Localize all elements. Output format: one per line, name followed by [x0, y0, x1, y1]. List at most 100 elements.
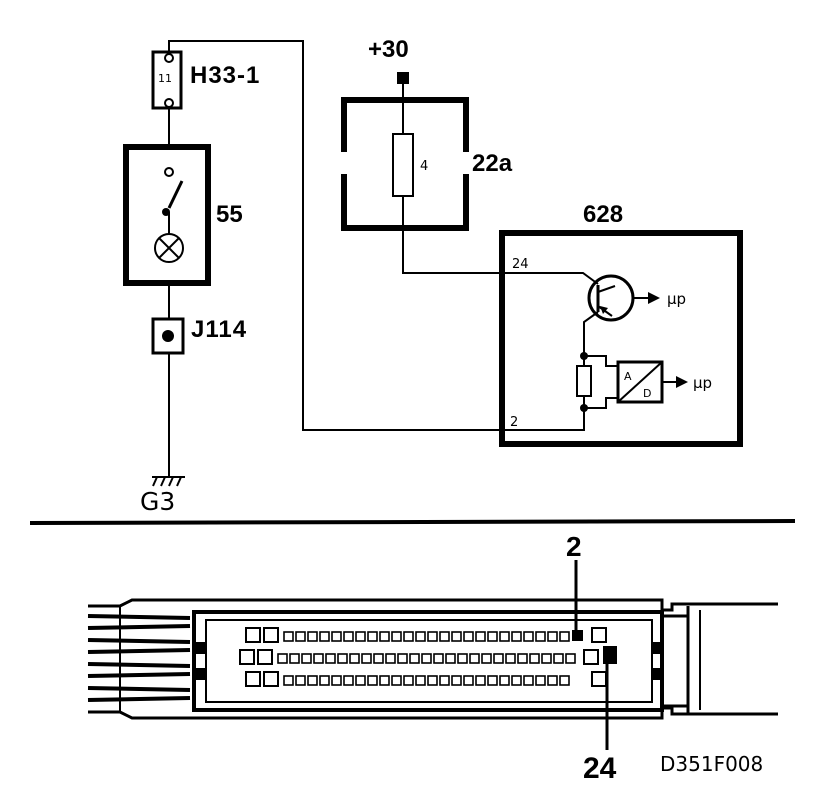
ground-g3-label: G3 — [140, 487, 175, 516]
connector-pin — [451, 675, 462, 686]
ecu-628 — [499, 230, 743, 447]
connector-pin — [457, 653, 468, 664]
connector-pin — [433, 653, 444, 664]
connector-pin — [367, 631, 378, 642]
connector-pin — [547, 675, 558, 686]
connector-pin — [511, 631, 522, 642]
ecu-connector-drawing — [87, 598, 778, 720]
connector-pin — [355, 675, 366, 686]
connector-pin — [289, 653, 300, 664]
connector-pin — [481, 653, 492, 664]
connector-pin — [487, 675, 498, 686]
supply-30-label: +30 — [368, 36, 409, 63]
connector-pin — [439, 631, 450, 642]
relay-22a-label: 22a — [472, 150, 513, 177]
connector-pin — [337, 653, 348, 664]
connector-pin — [349, 653, 360, 664]
section-divider — [29, 519, 796, 525]
connector-pin — [415, 631, 426, 642]
connector-pin — [427, 675, 438, 686]
callout-2-label: 2 — [566, 531, 582, 562]
connector-pin — [535, 675, 546, 686]
connector-pin — [403, 631, 414, 642]
lamp-icon — [154, 233, 184, 263]
connector-pin — [301, 653, 312, 664]
fuse-pin-label: 11 — [158, 72, 172, 85]
connector-pin — [487, 631, 498, 642]
connector-pin — [319, 675, 330, 686]
connector-pin — [427, 631, 438, 642]
connector-pin — [391, 631, 402, 642]
connector-pin — [295, 675, 306, 686]
connector-pin — [307, 675, 318, 686]
ecu-output-up-2: µp — [693, 374, 712, 392]
connector-pin — [469, 653, 480, 664]
connector-pin — [415, 675, 426, 686]
connector-pin — [523, 631, 534, 642]
connector-pin — [277, 653, 288, 664]
connector-pin — [559, 631, 570, 642]
connector-pin — [499, 631, 510, 642]
wire-relay-to-ecu — [402, 196, 502, 274]
connector-pin — [559, 675, 570, 686]
connector-pin — [325, 653, 336, 664]
connector-pin — [307, 631, 318, 642]
supply-terminal — [397, 72, 409, 84]
connector-pin — [529, 653, 540, 664]
connector-pin — [439, 675, 450, 686]
figure-code: D351F008 — [660, 752, 763, 776]
connector-pin — [343, 631, 354, 642]
bulb-55-label: 55 — [216, 201, 243, 228]
connector-pin — [499, 675, 510, 686]
connector-pin — [355, 631, 366, 642]
pin-2-marker — [572, 630, 583, 641]
connector-pin — [523, 675, 534, 686]
ecu-628-label: 628 — [583, 201, 623, 228]
connector-pin — [331, 631, 342, 642]
wire-fuse-to-ecu — [168, 40, 502, 431]
connector-pin — [451, 631, 462, 642]
fuse-h33-label: H33-1 — [190, 62, 260, 89]
relay-pin-label: 4 — [420, 159, 428, 174]
connector-pin — [379, 631, 390, 642]
connector-pin — [463, 675, 474, 686]
connector-pin — [343, 675, 354, 686]
connector-pin — [547, 631, 558, 642]
ecu-pin-2-label: 2 — [510, 415, 518, 430]
connector-pin — [295, 631, 306, 642]
connector-pin — [493, 653, 504, 664]
connector-pin — [391, 675, 402, 686]
connector-pin — [409, 653, 420, 664]
callout-24-label: 24 — [583, 752, 617, 785]
connector-pin — [385, 653, 396, 664]
relay-box-22a — [341, 97, 469, 231]
connector-pin — [517, 653, 528, 664]
ground-symbol-icon — [152, 476, 185, 487]
ecu-output-up-1: µp — [667, 290, 686, 308]
connector-pin — [397, 653, 408, 664]
connector-pin — [367, 675, 378, 686]
connector-pin — [553, 653, 564, 664]
connector-pin — [379, 675, 390, 686]
connector-pin-rows — [277, 631, 576, 686]
connector-pin — [565, 653, 576, 664]
connector-pin — [463, 631, 474, 642]
connector-pin — [319, 631, 330, 642]
ad-label-a: A — [624, 370, 632, 383]
connector-pin — [331, 675, 342, 686]
fuse-h33: 11 — [151, 50, 183, 110]
connector-pin — [505, 653, 516, 664]
ecu-pin-24-label: 24 — [512, 257, 529, 272]
connector-pin — [313, 653, 324, 664]
connector-pin — [403, 675, 414, 686]
connector-pin — [475, 631, 486, 642]
resistor-icon — [576, 365, 592, 397]
connector-j114-label: J114 — [191, 316, 247, 343]
connector-pin — [511, 675, 522, 686]
bulb-switch-55 — [123, 144, 211, 286]
connector-pin — [283, 631, 294, 642]
connector-pin — [535, 631, 546, 642]
connector-pin — [421, 653, 432, 664]
